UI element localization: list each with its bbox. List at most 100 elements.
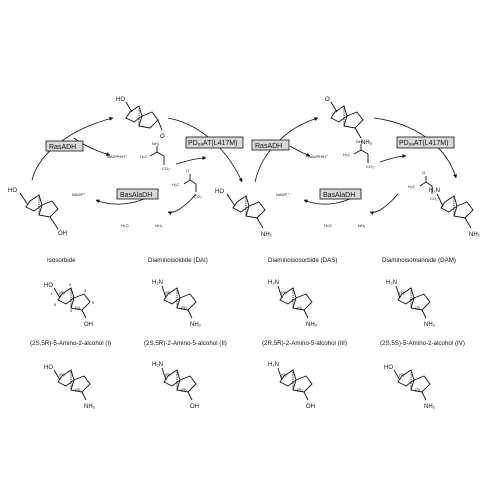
nh3-label: NH₃ [358,223,366,228]
svg-text:H₃C: H₃C [172,182,180,187]
ho-label: HO [215,189,224,195]
svg-text:O: O [186,168,189,173]
svg-text:(S): (S) [75,305,81,310]
enzyme-basaladh-left: BasAlaDH [116,188,159,200]
nadph-label: NADPH/H⁺ [107,154,127,159]
arrow-keto-to-amine [167,117,243,183]
molecule-amino-alcohol-left: HO NH₂ [215,189,273,238]
arrow-nadph [289,145,311,157]
structure-dam: H₂N NH₂ (S) (S) [386,280,436,328]
molecule-alanine-right: NH₂ H₃C CO₂⁻ [343,139,376,169]
structure-isosorbide: HO OH (R) (S) 1 2 3 4 5 6 [44,282,95,328]
svg-text:(R): (R) [59,372,65,377]
name-amino-alcohol-1: (2S,5R)-5-Amino-2-alcohol (I) [30,340,111,347]
nadp-label: NADP⁺ [276,192,289,197]
svg-text:BasAlaDH: BasAlaDH [120,192,152,199]
right-cycle: O NH₂ H₂N NH₂ RasADH PDₑₐAT(L417M) [251,97,481,238]
svg-text:CO₂⁻: CO₂⁻ [366,164,376,169]
svg-text:3: 3 [70,308,73,313]
name-dai: Diaminoisoidide (DAI) [148,257,208,264]
svg-text:NH₂: NH₂ [306,322,318,328]
structure-amino-alcohol-2: H₂N OH (R) (R) [152,362,199,410]
molecule-diamine-right: H₂N NH₂ [429,188,481,238]
name-das: Diaminoisosorbide (DAS) [268,257,337,264]
svg-text:HO: HO [384,365,393,371]
svg-text:(S): (S) [399,372,405,377]
arrow-alanine [175,156,207,165]
structure-amino-alcohol-3: H₂N OH (R) (R) [268,362,315,410]
svg-text:O: O [422,170,425,175]
structure-amino-alcohol-1: HO NH₂ (R) (S) [44,365,96,410]
h2o-label: H₂O [121,223,129,228]
svg-text:NH₂: NH₂ [190,322,202,328]
svg-text:5: 5 [92,300,95,305]
svg-text:H₂N: H₂N [152,362,163,368]
svg-text:(S): (S) [415,387,421,392]
ho-label: HO [8,188,17,194]
svg-text:6: 6 [54,302,57,307]
svg-text:(R): (R) [281,372,287,377]
svg-text:2: 2 [69,282,72,287]
oh-label: OH [58,231,67,237]
svg-text:H₃C: H₃C [343,152,351,157]
molecule-keto-alcohol: HO O [116,97,165,140]
arrow-alanine [379,154,407,163]
o-label: O [160,134,165,140]
svg-text:(R): (R) [297,387,303,392]
structure-das: H₂N NH₂ (R) (S) [268,280,318,328]
svg-text:HO: HO [44,365,53,371]
h2o-label: H₂O [324,223,332,228]
name-isosorbide: Isosorbide [47,257,76,264]
enzyme-pdeat-left: PDₑₐAT(L417M) [185,136,244,149]
svg-text:(S): (S) [399,290,405,295]
molecule-keto-amine: O NH₂ [325,97,373,146]
svg-text:CO₂⁻: CO₂⁻ [194,194,204,199]
svg-text:RasADH: RasADH [49,144,76,151]
svg-text:CO₂⁻: CO₂⁻ [430,196,440,201]
svg-text:(R): (R) [59,290,65,295]
nadp-label: NADP⁺ [72,192,85,197]
svg-text:OH: OH [84,322,93,328]
svg-text:H₃C: H₃C [140,154,148,159]
svg-text:H₂N: H₂N [386,280,397,286]
nh3-label: NH₃ [155,223,163,228]
molecule-pyruvate-left: O H₃C CO₂⁻ [172,168,204,199]
name-amino-alcohol-2: (2S,5R)-2-Amino-5-alcohol (II) [144,340,227,347]
nh2-label: NH₂ [469,232,481,238]
svg-text:(R): (R) [281,290,287,295]
enzyme-pdeat-right: PDₑₐAT(L417M) [396,136,455,149]
structure-dai: H₂N NH₂ (R) (R) [152,280,202,328]
svg-text:RasADH: RasADH [255,143,282,150]
arrow-pyruvate-loop [167,193,197,216]
arrow-isosorbide-to-keto [31,116,114,181]
svg-text:(R): (R) [181,305,187,310]
enzyme-rasadh-right: RasADH [251,139,290,151]
svg-text:(S): (S) [75,387,81,392]
svg-text:NH₂: NH₂ [152,141,160,146]
svg-text:NH₂: NH₂ [424,404,436,410]
h2n-label: H₂N [429,188,440,194]
o-label: O [325,97,330,103]
svg-text:H₃C: H₃C [408,184,416,189]
nh2-label: NH₂ [361,140,373,146]
svg-text:H₂N: H₂N [152,280,163,286]
molecule-pyruvate-right: O H₃C CO₂⁻ [408,170,440,201]
svg-text:1: 1 [50,291,53,296]
svg-text:(S): (S) [297,305,303,310]
svg-text:NH₂: NH₂ [84,404,96,410]
svg-text:H₂N: H₂N [268,280,279,286]
svg-text:(R): (R) [165,290,171,295]
molecule-alanine-left: NH₂ H₃C CO₂⁻ [140,141,172,171]
ho-label: HO [116,97,125,103]
nh2-label: NH₂ [261,232,273,238]
name-amino-alcohol-3: (2R,5R)-2-Amino-5-alcohol (III) [262,340,347,347]
name-dam: Diaminoisomannide (DAM) [382,257,456,264]
svg-text:CO₂⁻: CO₂⁻ [162,166,172,171]
enzyme-basaladh-right: BasAlaDH [319,188,362,200]
svg-text:OH: OH [190,404,199,410]
structure-amino-alcohol-4: HO NH₂ (S) (S) [384,365,436,410]
svg-text:NH₂: NH₂ [424,322,436,328]
svg-text:H₂N: H₂N [268,362,279,368]
svg-text:4: 4 [84,288,87,293]
